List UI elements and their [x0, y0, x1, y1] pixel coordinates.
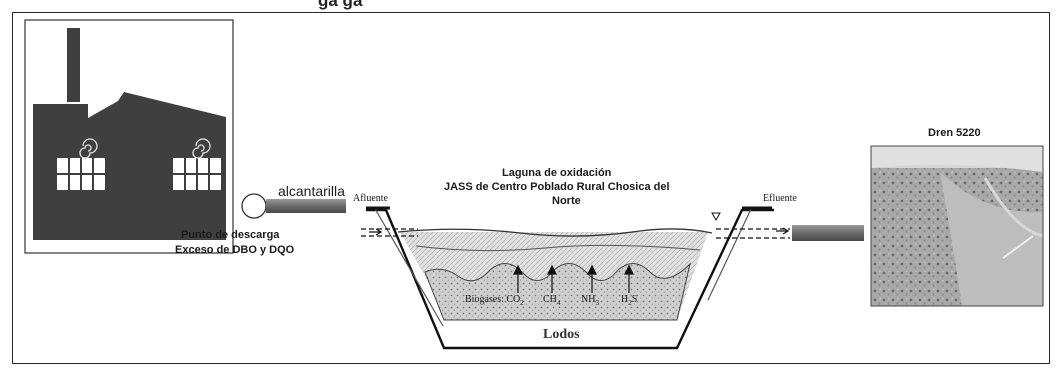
factory-window-left [57, 158, 105, 190]
factory-chimney [67, 28, 80, 102]
drain-label: Dren 5220 [928, 127, 981, 139]
oxidation-lagoon [361, 206, 790, 350]
gas-nh3-label: NH3 [581, 294, 599, 307]
sludge-layer [424, 262, 691, 321]
factory-illustration [24, 19, 234, 254]
excess-dbo-dqo-label: Exceso de DBO y DQO [175, 244, 295, 256]
gas-up-arrow [587, 264, 597, 275]
lagoon-title: Laguna de oxidación [502, 167, 612, 179]
lagoon-subtitle-line2: Norte [552, 195, 581, 207]
discharge-point-circle [241, 193, 267, 219]
lagoon-outline [366, 208, 774, 350]
outlet-pipe [792, 225, 864, 241]
water-level-marker [711, 212, 721, 222]
influent-label: Afluente [353, 193, 388, 204]
effluent-label: Efluente [763, 193, 797, 204]
figure-title-fragment: ga ga [0, 0, 1058, 14]
flow-in-arrow [369, 228, 383, 236]
gas-h2s-label: H2S [621, 294, 638, 307]
gas-up-arrow [513, 264, 523, 275]
diagram-frame [12, 12, 1050, 364]
culvert-label: alcantarilla [278, 183, 345, 199]
figure-title: ga ga [318, 0, 363, 10]
discharge-point-label: Punto de descarga [181, 229, 280, 241]
water-surface-lower [415, 244, 701, 252]
lagoon-subtitle: JASS de Centro Poblado Rural Chosica del [444, 181, 670, 193]
water-surface [397, 228, 713, 237]
factory-building [33, 92, 226, 240]
gas-up-arrow [547, 264, 557, 275]
gas-ch4-label: CH4 [543, 294, 561, 307]
biogas-label: Biogases: CO2 [465, 294, 524, 307]
drain-photo [870, 145, 1044, 307]
gas-up-arrow [624, 264, 634, 275]
culvert-pipe [266, 199, 346, 213]
factory-window-right [173, 158, 221, 190]
spiral-icon [79, 138, 98, 159]
sludge-label: Lodos [543, 327, 580, 342]
flow-out-arrow [776, 227, 790, 235]
spiral-icon [192, 138, 211, 159]
